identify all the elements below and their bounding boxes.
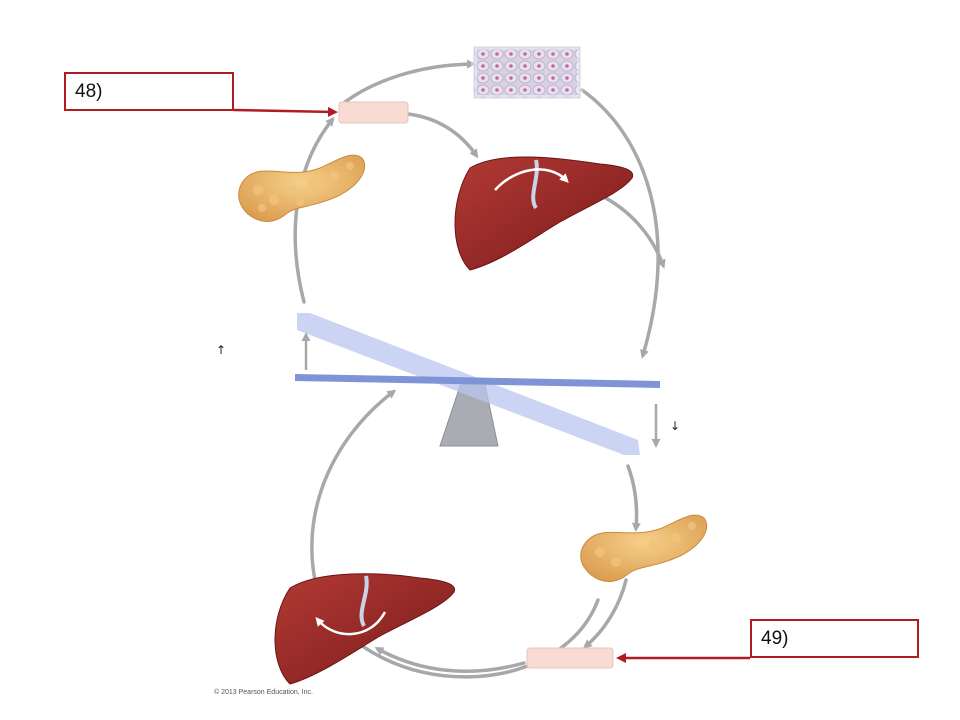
liver-glycogen-arrow (494, 168, 569, 191)
liver-icon (454, 156, 634, 271)
hormone-blank-box-lower (526, 647, 614, 669)
answer-box-49[interactable]: 49) (750, 619, 919, 658)
arrow-pancreas-to-box (293, 116, 335, 304)
answer-box-48[interactable]: 48) (64, 72, 234, 111)
pancreas-icon-lower (580, 514, 708, 582)
arrow-box-to-liver (406, 112, 479, 159)
hormone-blank-box-upper (338, 101, 409, 124)
arrow-box-to-liver-lower (374, 647, 526, 673)
seesaw-icon (295, 313, 660, 455)
pancreas-icon (238, 154, 366, 222)
arrow-liver-out (598, 193, 666, 269)
copyright-notice: © 2013 Pearson Education, Inc. (214, 689, 313, 696)
liver-icon-lower (274, 573, 456, 685)
answer-label-48: 48) (75, 80, 103, 102)
down-indicator: ↓ (670, 419, 680, 433)
up-indicator: ↑ (216, 343, 226, 357)
arrow-to-body-cells (343, 59, 476, 104)
pointer-arrow-48 (233, 106, 338, 117)
arrow-to-lower-pancreas (626, 464, 641, 532)
seesaw-beam-level (295, 374, 660, 388)
answer-label-49: 49) (761, 627, 789, 649)
body-cells-icon (471, 44, 583, 101)
liver-glycogen-arrow-lower (315, 611, 387, 636)
arrow-pancreas-to-box-lower (582, 578, 628, 649)
arrow-cells-down (580, 88, 660, 359)
